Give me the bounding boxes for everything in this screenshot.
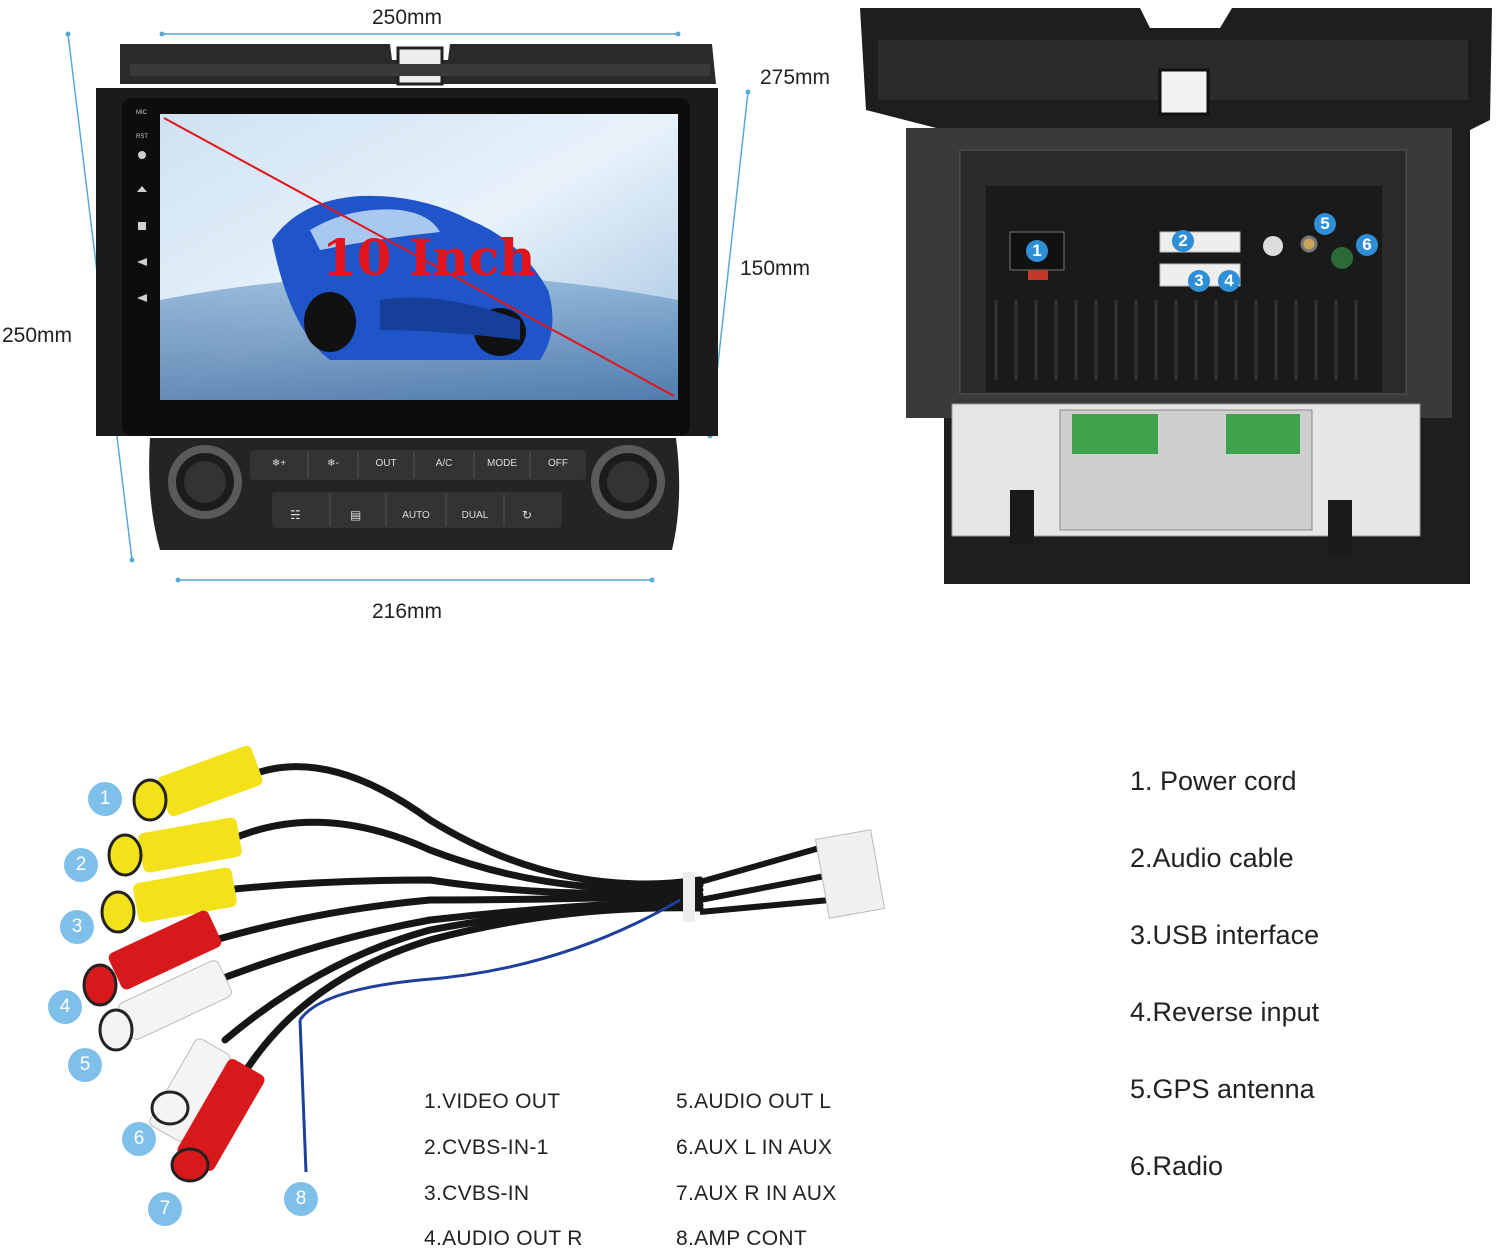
fan-up-button[interactable]: ❄+ <box>271 458 287 469</box>
rear-legend-2: 2.Audio cable <box>1130 843 1294 873</box>
screen-size-title: 10 Inch <box>322 228 536 287</box>
dimension-left-height: 250mm <box>2 324 73 347</box>
rear-badge-6: 6 <box>1356 234 1378 256</box>
cable-legend-2: 2.CVBS-IN-1 <box>424 1136 549 1159</box>
rear-defrost-icon[interactable]: ▤ <box>350 508 362 522</box>
dimension-top-width: 250mm <box>372 6 443 29</box>
rear-legend-4: 4.Reverse input <box>1130 997 1320 1027</box>
dimension-right-height: 150mm <box>740 257 811 280</box>
auto-button[interactable]: AUTO <box>402 510 430 521</box>
cable-legend-6: 6.AUX L IN AUX <box>676 1136 833 1159</box>
dimension-bottom-width: 216mm <box>372 600 443 623</box>
cable-legend-5: 5.AUDIO OUT L <box>676 1090 832 1113</box>
rear-badge-4: 4 <box>1218 270 1240 292</box>
cable-callout-4: 4 <box>48 990 82 1024</box>
rear-badge-3: 3 <box>1188 270 1210 292</box>
dual-button[interactable]: DUAL <box>461 510 489 521</box>
cable-callout-7: 7 <box>148 1192 182 1226</box>
ac-button[interactable]: A/C <box>435 458 453 469</box>
rst-label: RST <box>136 134 148 140</box>
rear-legend-6: 6.Radio <box>1130 1151 1224 1181</box>
rear-legend-1: 1. Power cord <box>1130 766 1297 796</box>
cable-legend-8: 8.AMP CONT <box>676 1227 807 1250</box>
rear-badge-2: 2 <box>1172 230 1194 252</box>
cable-legend-7: 7.AUX R IN AUX <box>676 1182 837 1205</box>
cable-callout-2: 2 <box>64 848 98 882</box>
cable-callout-8: 8 <box>284 1182 318 1216</box>
fan-down-button[interactable]: ❄- <box>327 458 339 469</box>
off-button[interactable]: OFF <box>548 458 568 469</box>
mic-label: MIC <box>136 110 147 116</box>
out-button[interactable]: OUT <box>375 458 397 469</box>
cable-legend-1: 1.VIDEO OUT <box>424 1090 561 1113</box>
cable-legend-4: 4.AUDIO OUT R <box>424 1227 583 1250</box>
rear-badge-1: 1 <box>1026 240 1048 262</box>
cable-legend-3: 3.CVBS-IN <box>424 1182 530 1205</box>
recirculation-icon[interactable]: ↻ <box>522 508 533 522</box>
rear-legend-5: 5.GPS antenna <box>1130 1074 1315 1104</box>
cable-callout-5: 5 <box>68 1048 102 1082</box>
cable-callout-1: 1 <box>88 782 122 816</box>
cable-callout-3: 3 <box>60 910 94 944</box>
rear-legend-3: 3.USB interface <box>1130 920 1320 950</box>
defrost-icon[interactable]: ☵ <box>290 508 301 522</box>
mode-button[interactable]: MODE <box>487 458 517 469</box>
dimension-top-right: 275mm <box>760 66 831 89</box>
rear-badge-5: 5 <box>1314 213 1336 235</box>
cable-callout-6: 6 <box>122 1122 156 1156</box>
